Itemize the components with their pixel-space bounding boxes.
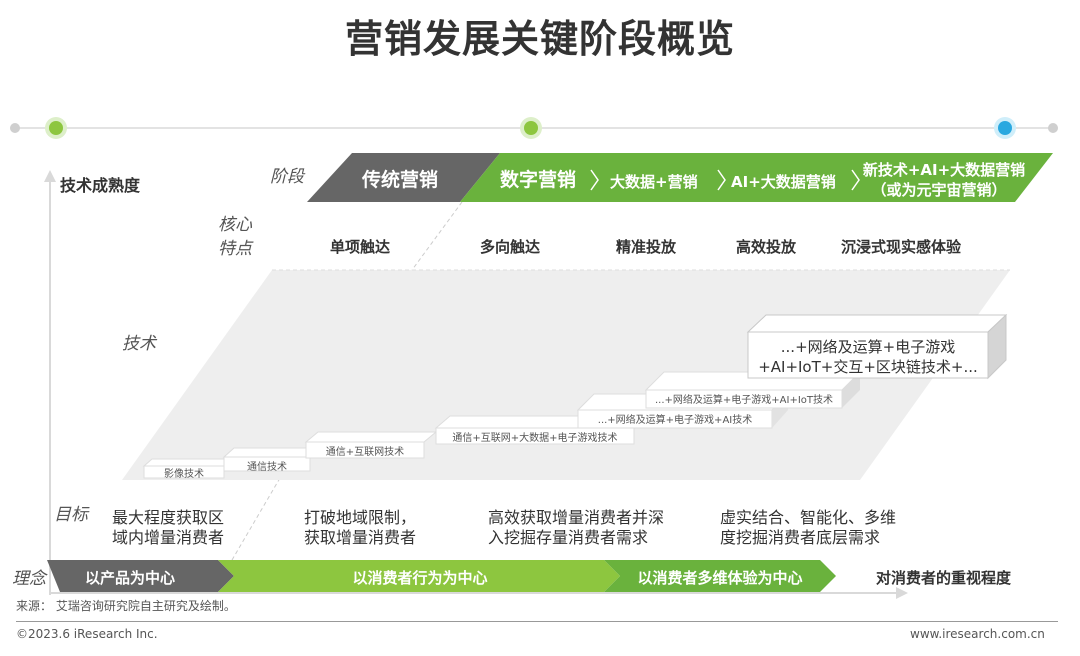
tech-top-line-2: +AI+IoT+交互+区块链技术+... (758, 358, 978, 376)
tech-step-4: 通信+互联网+大数据+电子游戏技术 (452, 433, 618, 444)
concept-experience: 以消费者多维体验为中心 (637, 569, 803, 587)
core-feature-3: 精准投放 (615, 238, 676, 256)
core-feature-4: 高效投放 (735, 238, 796, 256)
timeline-dot-digital-inner (524, 121, 538, 135)
row-label-core-2: 特点 (218, 239, 252, 259)
footer-divider (16, 621, 1058, 622)
stage-ai-bigdata: AI+大数据营销 (731, 173, 836, 191)
row-label-core-1: 核心 (218, 215, 252, 235)
source-note: 来源： 艾瑞咨询研究院自主研究及绘制。 (16, 599, 236, 613)
goal-3-line-2: 入挖掘存量消费者需求 (488, 528, 649, 547)
tech-step-boxes (142, 313, 1008, 479)
row-label-stage: 阶段 (270, 167, 304, 187)
concept-arrow-behavior (218, 560, 620, 592)
row-label-tech: 技术 (122, 334, 156, 354)
goal-1-line-1: 最大程度获取区 (112, 508, 225, 527)
stage-traditional: 传统营销 (362, 169, 439, 191)
stage-newtech-2: （或为元宇宙营销） (871, 181, 1007, 199)
concept-product: 以产品为中心 (84, 569, 175, 587)
tech-top-line-1: ...+网络及运算+电子游戏 (780, 338, 956, 356)
x-axis-label: 对消费者的重视程度 (876, 569, 1012, 587)
tech-step-2: 通信技术 (247, 462, 287, 473)
concept-behavior: 以消费者行为为中心 (352, 569, 488, 587)
timeline-dot-start (10, 123, 20, 133)
goal-2-line-1: 打破地域限制， (304, 508, 417, 527)
concept-arrow-experience (604, 560, 836, 592)
timeline-dot-future-inner (998, 121, 1012, 135)
core-feature-5: 沉浸式现实感体验 (840, 238, 961, 256)
goal-3-line-1: 高效获取增量消费者并深 (488, 508, 665, 527)
stage-bigdata: 大数据+营销 (610, 173, 698, 191)
goal-4-line-2: 度挖掘消费者底层需求 (720, 528, 881, 547)
page-title: 营销发展关键阶段概览 (344, 17, 735, 61)
tech-step-3: 通信+互联网技术 (325, 447, 405, 458)
timeline-dot-traditional-inner (49, 121, 63, 135)
tech-step-5: ...+网络及运算+电子游戏+AI技术 (597, 415, 753, 426)
tech-step-1: 影像技术 (164, 469, 204, 480)
goal-1-line-2: 域内增量消费者 (112, 528, 225, 547)
concept-arrow-product (47, 560, 234, 592)
stage-newtech-1: 新技术+AI+大数据营销 (862, 161, 1026, 179)
row-label-goal: 目标 (54, 505, 88, 525)
copyright: ©2023.6 iResearch Inc. (16, 627, 158, 641)
core-feature-1: 单项触达 (329, 238, 390, 256)
stage-banner-digital (460, 153, 1053, 202)
goal-2-line-2: 获取增量消费者 (304, 528, 417, 547)
timeline-dot-end (1048, 123, 1058, 133)
core-feature-2: 多向触达 (479, 238, 540, 256)
stage-digital: 数字营销 (500, 169, 577, 191)
stage-banner-traditional (307, 153, 500, 202)
y-axis-label: 技术成熟度 (60, 176, 141, 195)
row-label-concept: 理念 (12, 569, 46, 589)
goal-4-line-1: 虚实结合、智能化、多维 (720, 508, 897, 527)
tech-step-6: ...+网络及运算+电子游戏+AI+IoT技术 (654, 395, 834, 406)
website-link[interactable]: www.iresearch.com.cn (910, 627, 1045, 641)
